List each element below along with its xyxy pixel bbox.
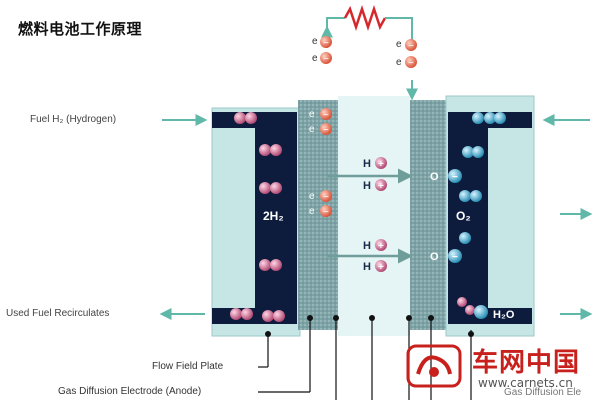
plus-sign: + — [378, 262, 384, 273]
anode-electrode — [298, 100, 338, 330]
o2-chamber-label: O₂ — [456, 209, 471, 223]
proton-dot — [375, 239, 387, 251]
gde-cathode-label: Gas Diffusion Ele — [504, 387, 582, 398]
electron-label: e — [309, 191, 315, 202]
h2-molecule — [230, 308, 253, 320]
proton-label: H — [363, 180, 371, 192]
o2-molecule — [459, 190, 482, 202]
minus-sign: − — [408, 41, 414, 52]
logo-url: www.carnets.cn — [478, 376, 573, 390]
logo-name: 车网中国 — [472, 348, 581, 378]
logo-badge-icon — [406, 344, 462, 388]
electron-label: e — [312, 53, 318, 64]
oxygen-ions — [448, 169, 462, 263]
hydrogen-molecules — [230, 112, 285, 322]
water-molecule — [457, 297, 488, 319]
cathode-outlet-channel — [448, 308, 532, 324]
minus-sign: − — [323, 125, 329, 136]
electrolyte-membrane — [338, 96, 410, 336]
proton-label: H — [363, 158, 371, 170]
h2-molecule — [234, 112, 257, 124]
cathode-electrode — [410, 100, 446, 330]
protons — [375, 157, 387, 272]
particle-labels: e e e e e e e e − − − − − − − − H H H H … — [263, 36, 515, 321]
electron-label: e — [396, 57, 402, 68]
oxygen-ion-label: O — [430, 171, 439, 183]
h2-chamber-label: 2H₂ — [263, 209, 284, 223]
electron-label: e — [309, 124, 315, 135]
proton-label: H — [363, 261, 371, 273]
gde-anode-label: Gas Diffusion Electrode (Anode) — [58, 386, 202, 397]
minus-sign: − — [452, 252, 458, 263]
electron-dot — [405, 39, 417, 51]
electron-dot — [320, 205, 332, 217]
plus-sign: + — [378, 159, 384, 170]
carnets-logo: 车网中国 www.carnets.cn — [402, 336, 600, 400]
electron-label: e — [309, 109, 315, 120]
electron-dot — [320, 108, 332, 120]
proton-dot — [375, 260, 387, 272]
minus-sign: − — [323, 207, 329, 218]
o2-molecule — [462, 146, 484, 158]
electron-label: e — [309, 206, 315, 217]
proton-dot — [375, 179, 387, 191]
proton-dot — [375, 157, 387, 169]
h2-molecule — [262, 310, 285, 322]
proton-label: H — [363, 240, 371, 252]
used-fuel-label: Used Fuel Recirculates — [6, 308, 110, 319]
anode-chamber — [255, 128, 297, 308]
minus-sign: − — [452, 172, 458, 183]
oxygen-ion-dot — [448, 249, 462, 263]
h2-molecule — [259, 144, 282, 156]
electron-dot — [405, 56, 417, 68]
electron-dot — [320, 123, 332, 135]
electron-dot — [320, 36, 332, 48]
o2-molecule — [472, 112, 496, 124]
callout-points — [265, 315, 474, 337]
electron-dot — [320, 52, 332, 64]
oxygen-molecules — [457, 112, 506, 319]
minus-sign: − — [323, 110, 329, 121]
electrons — [320, 36, 417, 217]
circuit-wire-right — [385, 17, 413, 40]
plus-sign: + — [378, 241, 384, 252]
proton-arrows — [328, 168, 413, 264]
oxygen-ion-label: O — [430, 251, 439, 263]
electron-label: e — [396, 39, 402, 50]
minus-sign: − — [408, 58, 414, 69]
electron-dot — [320, 190, 332, 202]
diagram-title: 燃料电池工作原理 — [18, 20, 143, 38]
h2-molecule — [259, 259, 282, 271]
resistor-icon — [343, 5, 387, 31]
plus-sign: + — [378, 181, 384, 192]
fuel-inlet-label: Fuel H₂ (Hydrogen) — [30, 114, 117, 125]
minus-sign: − — [323, 54, 329, 65]
electron-label: e — [312, 36, 318, 47]
external-circuit — [321, 5, 418, 101]
minus-sign: − — [323, 192, 329, 203]
h2o-label: H₂O — [493, 309, 515, 321]
o2-molecule — [459, 232, 471, 244]
h2-molecule — [259, 182, 282, 194]
o2-molecule — [494, 112, 506, 124]
oxygen-ion-dot — [448, 169, 462, 183]
flow-arrows — [159, 114, 593, 320]
flow-field-plate-label: Flow Field Plate — [152, 361, 224, 372]
minus-sign: − — [323, 38, 329, 49]
